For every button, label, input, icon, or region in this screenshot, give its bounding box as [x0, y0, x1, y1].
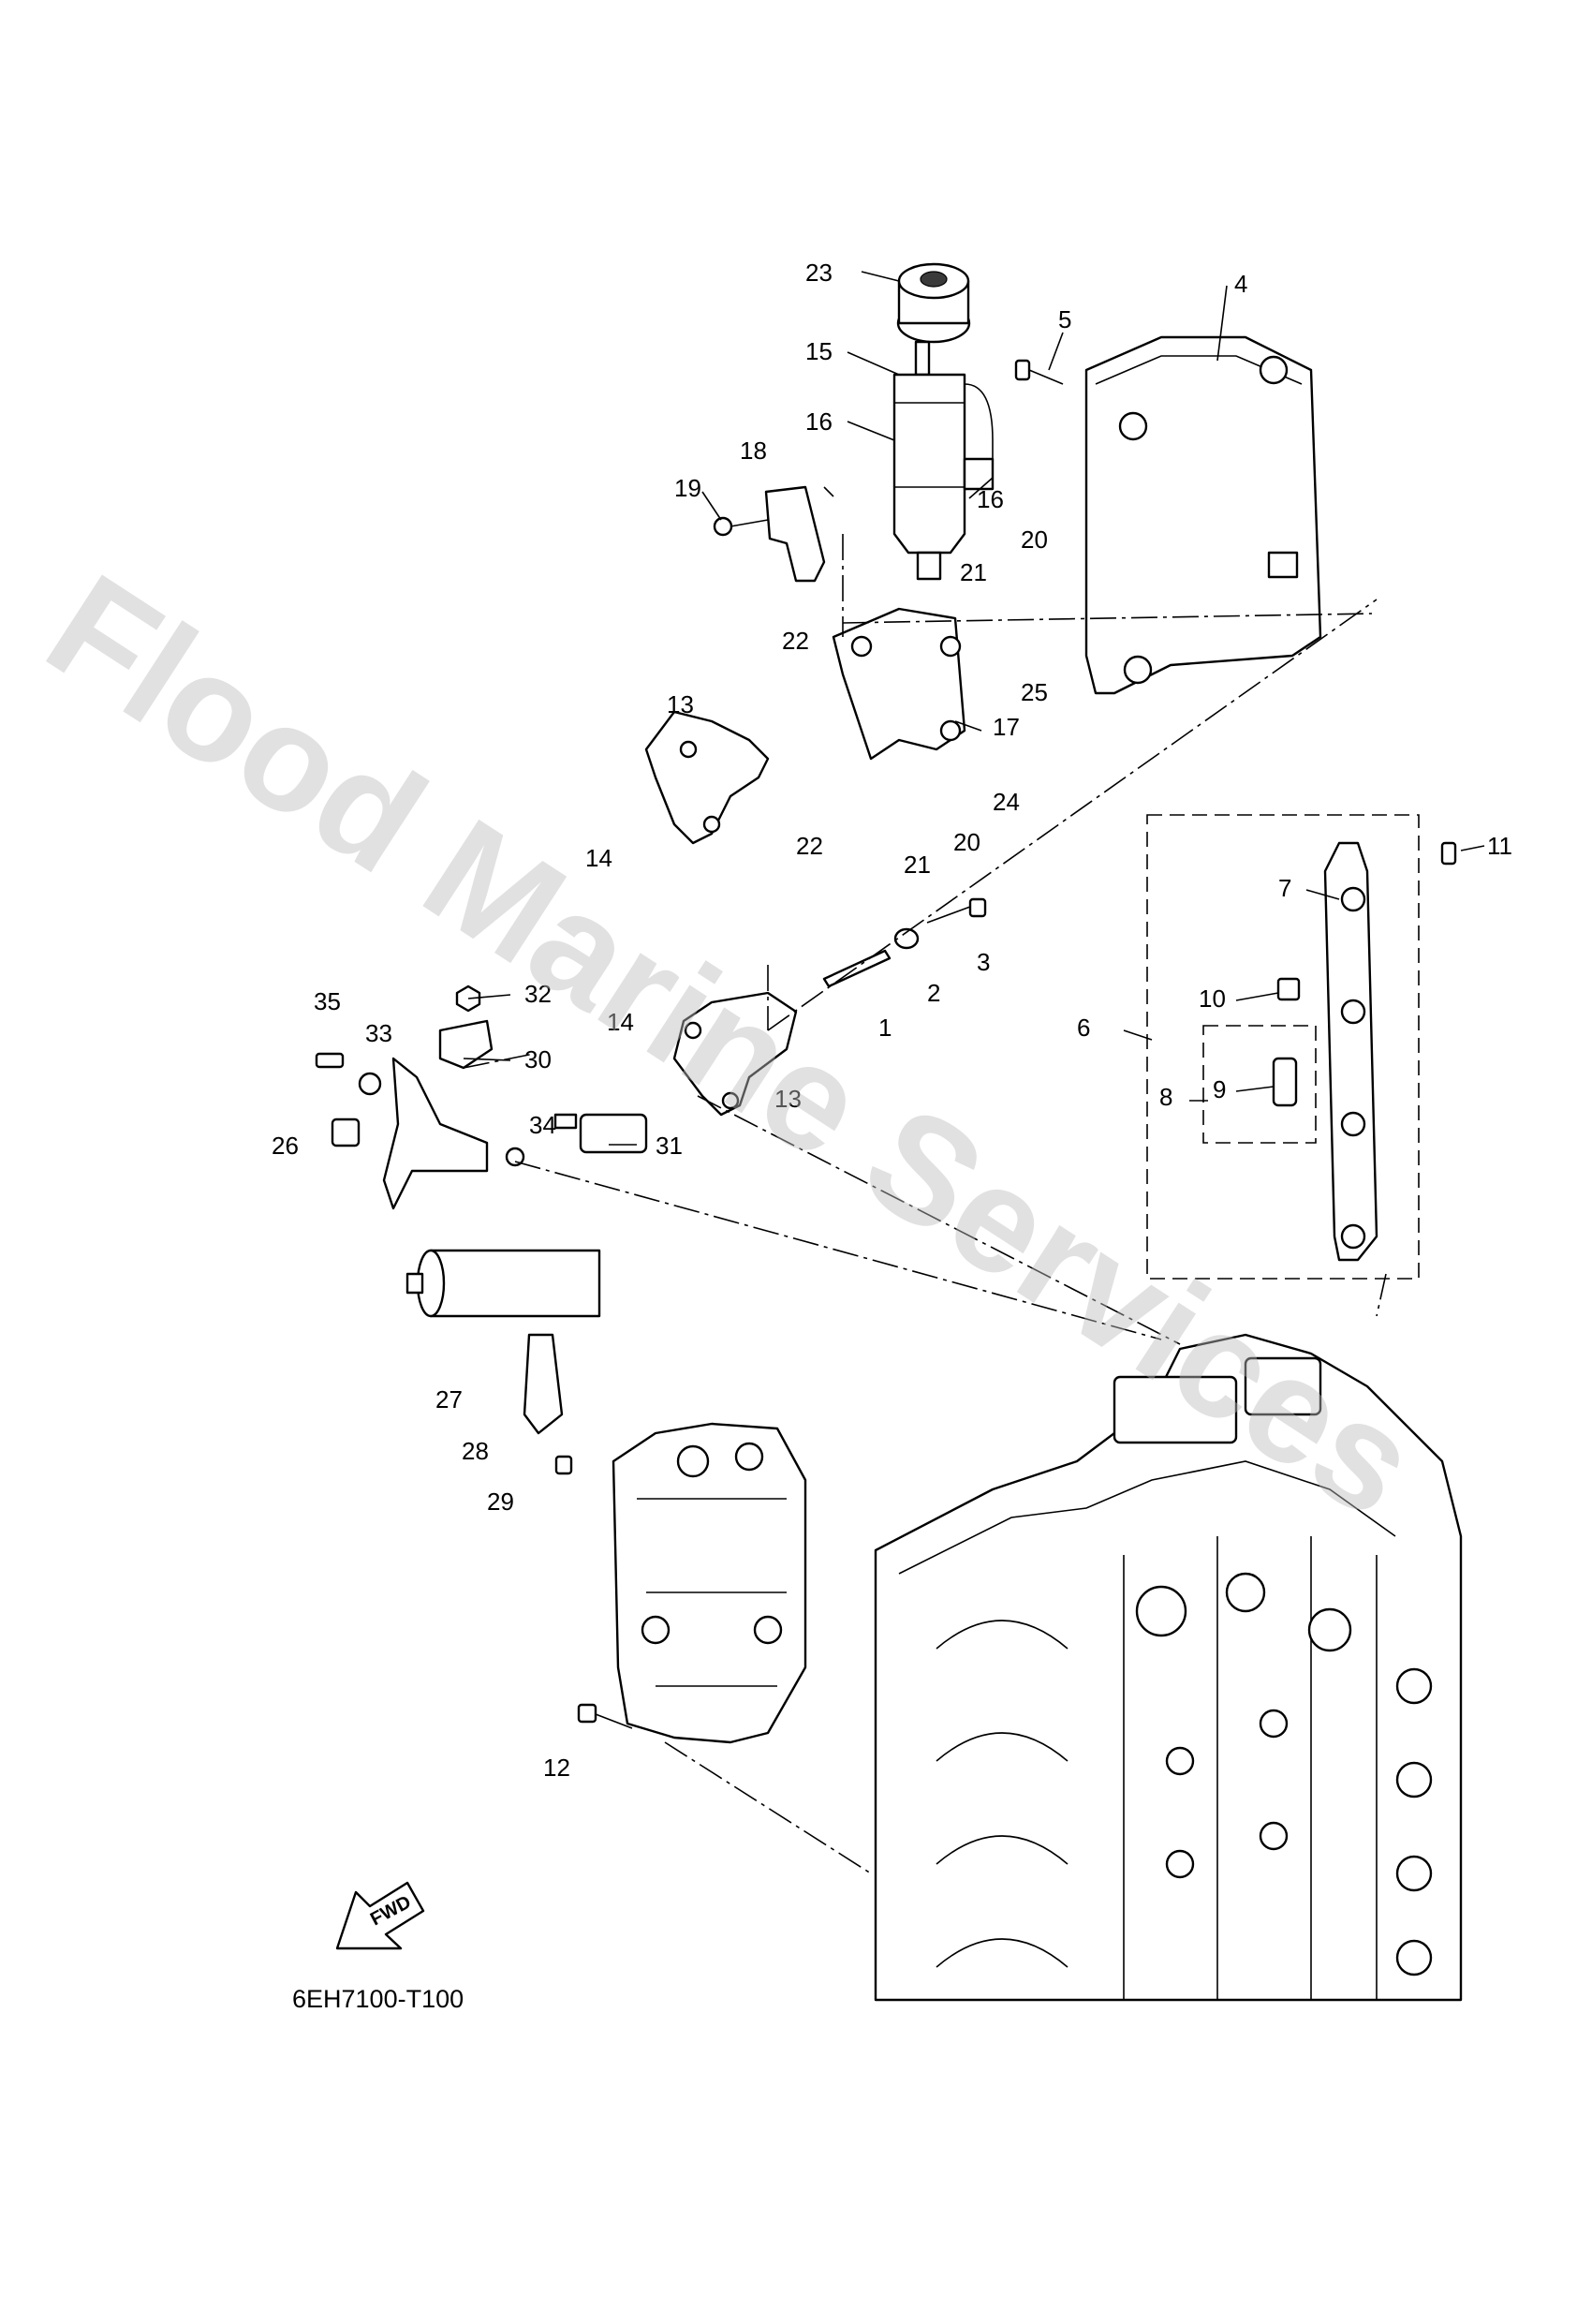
part-15-16-fuel-pump [892, 340, 995, 581]
callout-2: 2 [927, 979, 940, 1007]
callout-20-lower: 20 [953, 828, 980, 856]
callout-21-lower: 21 [904, 851, 931, 879]
part-13-upper-bracket [644, 710, 770, 845]
drawing-code: 6EH7100-T100 [292, 1985, 464, 2013]
callout-34: 34 [529, 1111, 556, 1139]
callout-16-left: 16 [805, 407, 833, 436]
callout-22-lower: 22 [796, 832, 823, 860]
callout-15: 15 [805, 337, 833, 365]
callout-3: 3 [977, 948, 990, 976]
exhaust-guide-section [612, 1422, 807, 1744]
assembly-lines [463, 534, 1387, 1874]
callout-20-upper: 20 [1021, 525, 1048, 554]
callout-7: 7 [1278, 874, 1291, 902]
callout-24: 24 [993, 788, 1020, 816]
callout-11: 11 [1487, 832, 1512, 860]
callout-19: 19 [674, 474, 701, 502]
callout-33: 33 [365, 1019, 392, 1047]
callout-23: 23 [805, 259, 833, 287]
callout-14-upper: 14 [585, 844, 612, 872]
callout-18: 18 [740, 437, 767, 465]
callout-13-upper: 13 [667, 690, 694, 718]
callout-10: 10 [1199, 984, 1226, 1013]
fwd-arrow-icon: FWD [335, 1881, 425, 1950]
watermark: Flood Marine Services [20, 541, 1445, 1548]
part-1-2-3-sleeve-collar-bolt [822, 897, 987, 988]
callout-25: 25 [1021, 678, 1048, 706]
callout-1: 1 [878, 1014, 892, 1042]
callout-22-upper: 22 [782, 627, 809, 655]
callout-8: 8 [1159, 1083, 1172, 1111]
part-23-cap [896, 262, 971, 344]
callout-27: 27 [435, 1385, 463, 1414]
part-26-to-35-canister-group [315, 984, 648, 1475]
callout-29: 29 [487, 1488, 514, 1516]
part-12-bolt [577, 1703, 633, 1729]
callout-14-lower: 14 [607, 1008, 634, 1036]
part-17-bracket [832, 607, 966, 761]
callout-30: 30 [524, 1045, 552, 1073]
part-13-lower-bracket [672, 991, 798, 1117]
callouts: 1 2 3 4 5 6 7 8 9 10 11 12 13 13 14 14 1… [272, 259, 1512, 1782]
part-5-bolt [1014, 359, 1064, 385]
callout-17: 17 [993, 713, 1020, 741]
callout-13-lower: 13 [774, 1085, 802, 1113]
callout-32: 32 [524, 980, 552, 1008]
leader-lines [463, 271, 1485, 1146]
callout-16-right: 16 [977, 485, 1004, 513]
callout-4: 4 [1234, 270, 1247, 298]
callout-21-upper: 21 [960, 558, 987, 586]
part-18-19-bracket [713, 485, 826, 583]
callout-6: 6 [1077, 1014, 1090, 1042]
callout-9: 9 [1213, 1075, 1226, 1103]
callout-26: 26 [272, 1132, 299, 1160]
callout-28: 28 [462, 1437, 489, 1465]
callout-31: 31 [656, 1132, 683, 1160]
callout-5: 5 [1058, 305, 1071, 333]
engine-block [874, 1333, 1463, 2002]
part-4-cover [1084, 335, 1322, 695]
part-6-fuel-rail-assembly [1146, 814, 1457, 1280]
callout-35: 35 [314, 987, 341, 1015]
callout-12: 12 [543, 1754, 570, 1782]
